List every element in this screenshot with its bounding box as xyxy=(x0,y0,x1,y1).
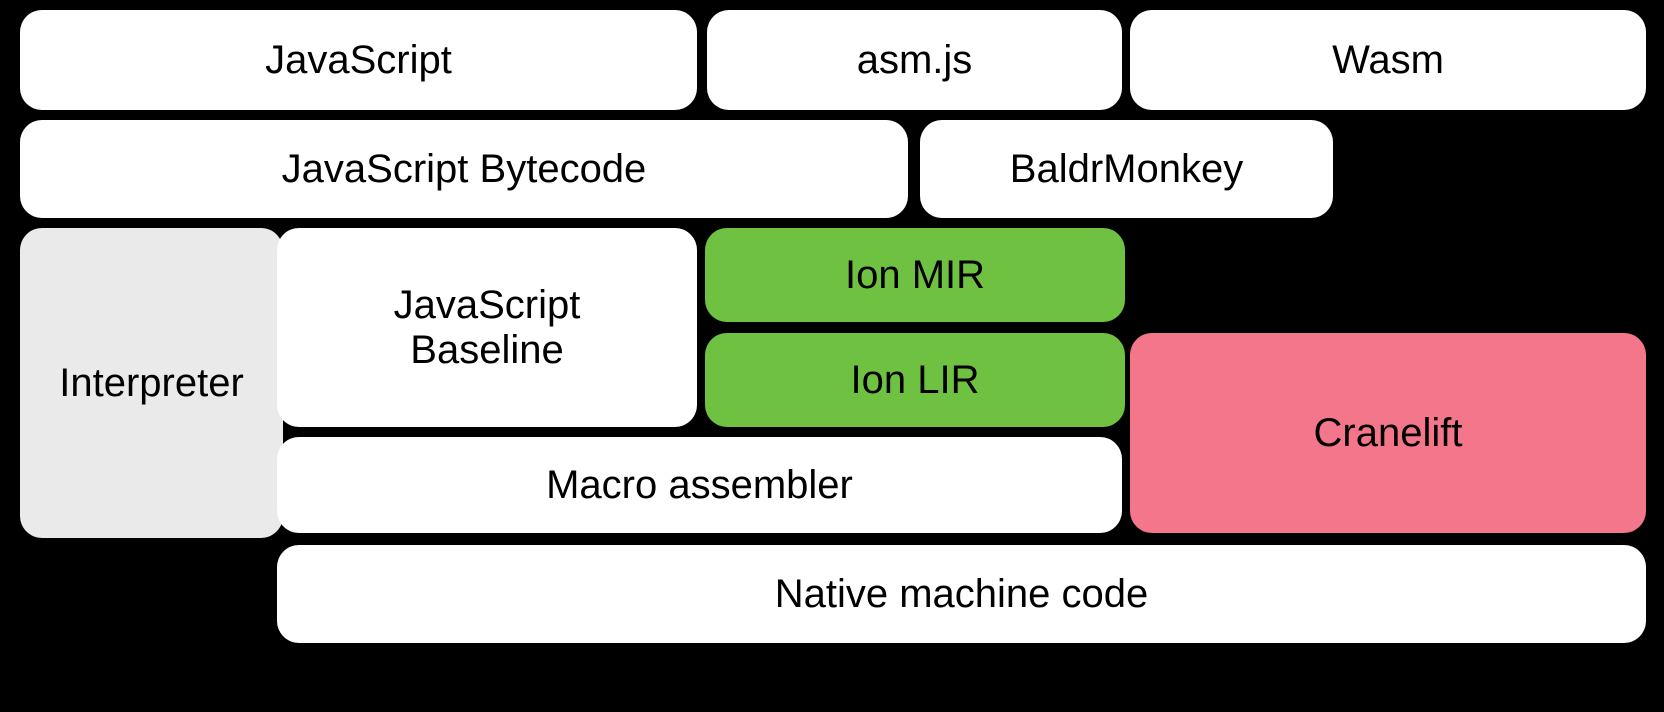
node-ion-lir: Ion LIR xyxy=(705,333,1125,427)
node-javascript-bytecode: JavaScript Bytecode xyxy=(20,120,908,218)
node-baldrmonkey: BaldrMonkey xyxy=(920,120,1333,218)
node-ion-mir: Ion MIR xyxy=(705,228,1125,322)
node-macro-assembler: Macro assembler xyxy=(277,437,1122,533)
node-native-machine-code: Native machine code xyxy=(277,545,1646,643)
node-javascript: JavaScript xyxy=(20,10,697,110)
node-wasm: Wasm xyxy=(1130,10,1646,110)
node-asmjs: asm.js xyxy=(707,10,1122,110)
node-javascript-baseline: JavaScript Baseline xyxy=(277,228,697,427)
node-cranelift: Cranelift xyxy=(1130,333,1646,533)
node-interpreter: Interpreter xyxy=(20,228,283,538)
